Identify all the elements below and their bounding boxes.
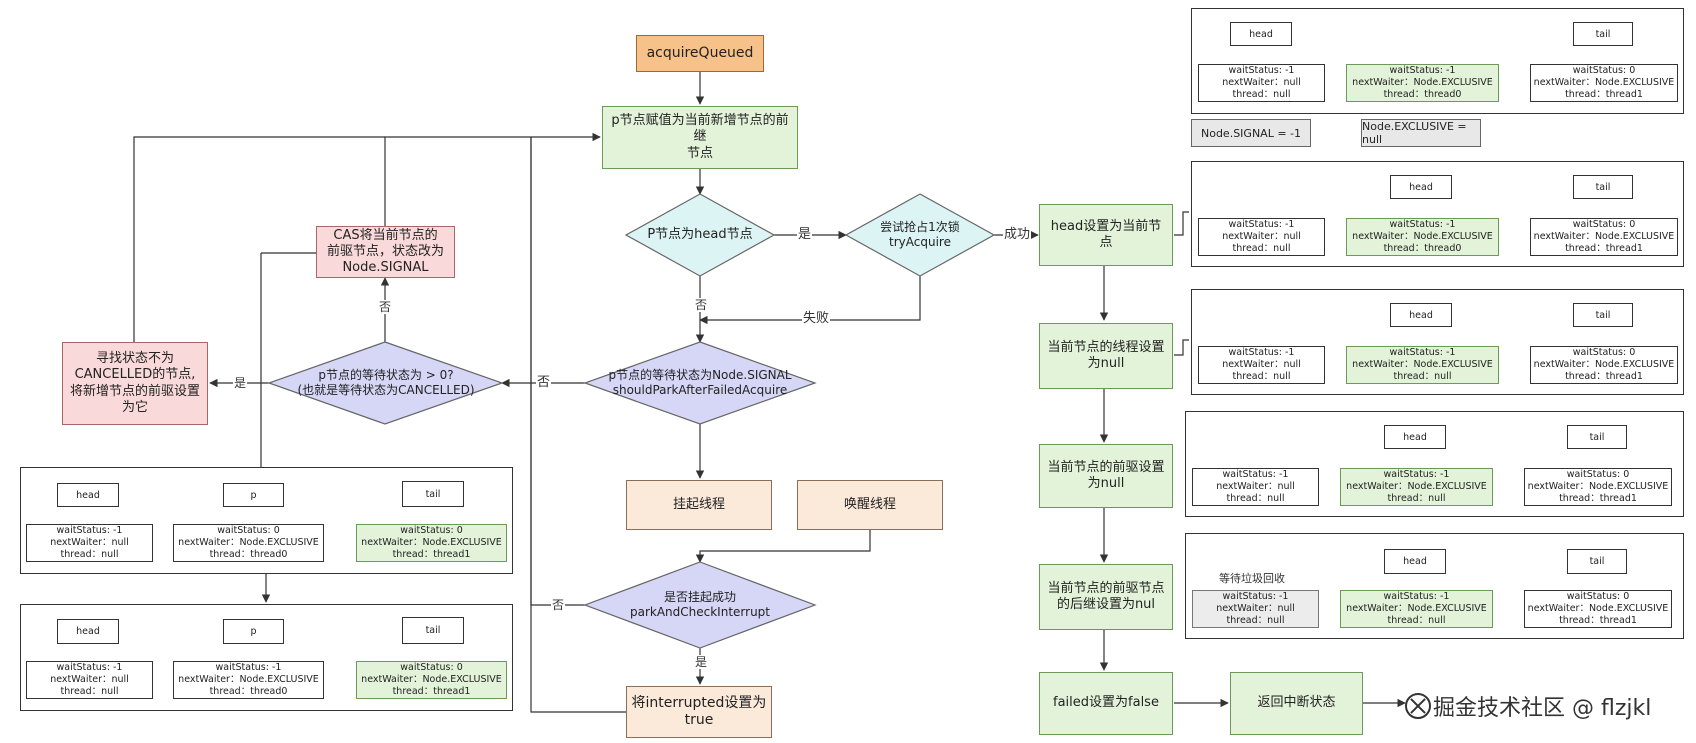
label-park-check: 是否挂起成功 parkAndCheckInterrupt — [629, 590, 770, 619]
head-pointer-5: head — [1384, 549, 1446, 574]
watermark-text: 掘金技术社区 @ flzjkl — [1433, 696, 1652, 721]
node-set-interrupted: 将interrupted设置为 true — [626, 686, 772, 738]
edge-label-no-park: 否 — [551, 598, 566, 612]
edge-cas-loop — [384, 132, 601, 226]
head-pointer-3: head — [1390, 303, 1452, 327]
gc-label: 等待垃圾回收 — [1218, 572, 1286, 586]
edge-park-no-loop — [530, 137, 585, 606]
node-wake-thread: 唤醒线程 — [797, 480, 943, 530]
tail-pointer-1: tail — [1573, 22, 1633, 46]
diamond-park-check — [583, 561, 817, 649]
bracket-3 — [1174, 339, 1189, 356]
edge-label-fail: 失败 — [802, 311, 831, 326]
head-pointer-left-2: head — [57, 619, 119, 644]
edge-label-no-cancelled: 否 — [378, 300, 393, 314]
watermark-logo-icon — [1405, 693, 1431, 719]
node-cas-signal: CAS将当前节点的 前驱节点，状态改为 Node.SIGNAL — [316, 226, 455, 278]
node-pred-next-null: 当前节点的前驱节点 的后继设置为nul — [1039, 564, 1173, 630]
tail-pointer-2: tail — [1573, 175, 1633, 199]
node-prev-null: 当前节点的前驱设置 为null — [1039, 444, 1173, 508]
edge-interrupted-loop — [530, 137, 626, 713]
tail-pointer-left-2: tail — [402, 617, 464, 644]
head-pointer-1: head — [1230, 22, 1292, 46]
node-failed-false: failed设置为false — [1039, 672, 1173, 735]
diamond-try-acquire — [844, 193, 996, 277]
node-return-interrupt: 返回中断状态 — [1230, 672, 1363, 735]
label-cancelled-check: p节点的等待状态为 > 0? (也就是等待状态为CANCELLED) — [297, 368, 475, 397]
node-park-thread: 挂起线程 — [626, 480, 772, 530]
node-acquire-queued: acquireQueued — [636, 35, 764, 72]
bracket-2 — [1174, 211, 1189, 236]
label-is-head: P节点为head节点 — [647, 226, 753, 242]
label-signal-check: p节点的等待状态为Node.SIGNAL shouldParkAfterFail… — [608, 368, 792, 397]
label-try-acquire: 尝试抢占1次锁 tryAcquire — [880, 220, 960, 249]
tail-pointer-left-1: tail — [402, 481, 464, 507]
node-assign-p: p节点赋值为当前新增节点的前继 节点 — [602, 106, 798, 169]
tail-pointer-4: tail — [1567, 425, 1627, 449]
node-thread-null: 当前节点的线程设置 为null — [1039, 323, 1173, 389]
edge-label-yes-cancelled: 是 — [233, 376, 248, 390]
head-pointer-2: head — [1390, 175, 1452, 199]
diamond-signal-check — [583, 341, 817, 425]
tail-pointer-5: tail — [1567, 549, 1627, 574]
edge-find-loop — [133, 136, 385, 342]
edge-label-yes-park: 是 — [694, 655, 709, 669]
edge-label-success: 成功 — [1003, 227, 1032, 242]
p-pointer-left-1: p — [223, 483, 284, 507]
const-signal: Node.SIGNAL = -1 — [1191, 119, 1311, 147]
edge-label-no-signal: 否 — [536, 375, 552, 390]
const-exclusive: Node.EXCLUSIVE = null — [1361, 119, 1481, 147]
node-find-pred: 寻找状态不为 CANCELLED的节点, 将新增节点的前驱设置 为它 — [62, 342, 208, 425]
edge-try-fail — [699, 276, 921, 325]
head-pointer-left-1: head — [57, 483, 119, 507]
diamond-is-head — [624, 193, 776, 277]
edge-label-no-head: 否 — [694, 298, 709, 312]
edge-wake-check — [695, 530, 871, 563]
p-pointer-left-2: p — [223, 619, 284, 644]
edge-label-yes-head: 是 — [797, 227, 813, 242]
watermark: 掘金技术社区 @ flzjkl — [1405, 690, 1651, 722]
tail-pointer-3: tail — [1573, 303, 1633, 327]
head-pointer-4: head — [1384, 425, 1446, 449]
diamond-cancelled-check — [267, 341, 504, 425]
node-set-head: head设置为当前节 点 — [1039, 204, 1173, 266]
